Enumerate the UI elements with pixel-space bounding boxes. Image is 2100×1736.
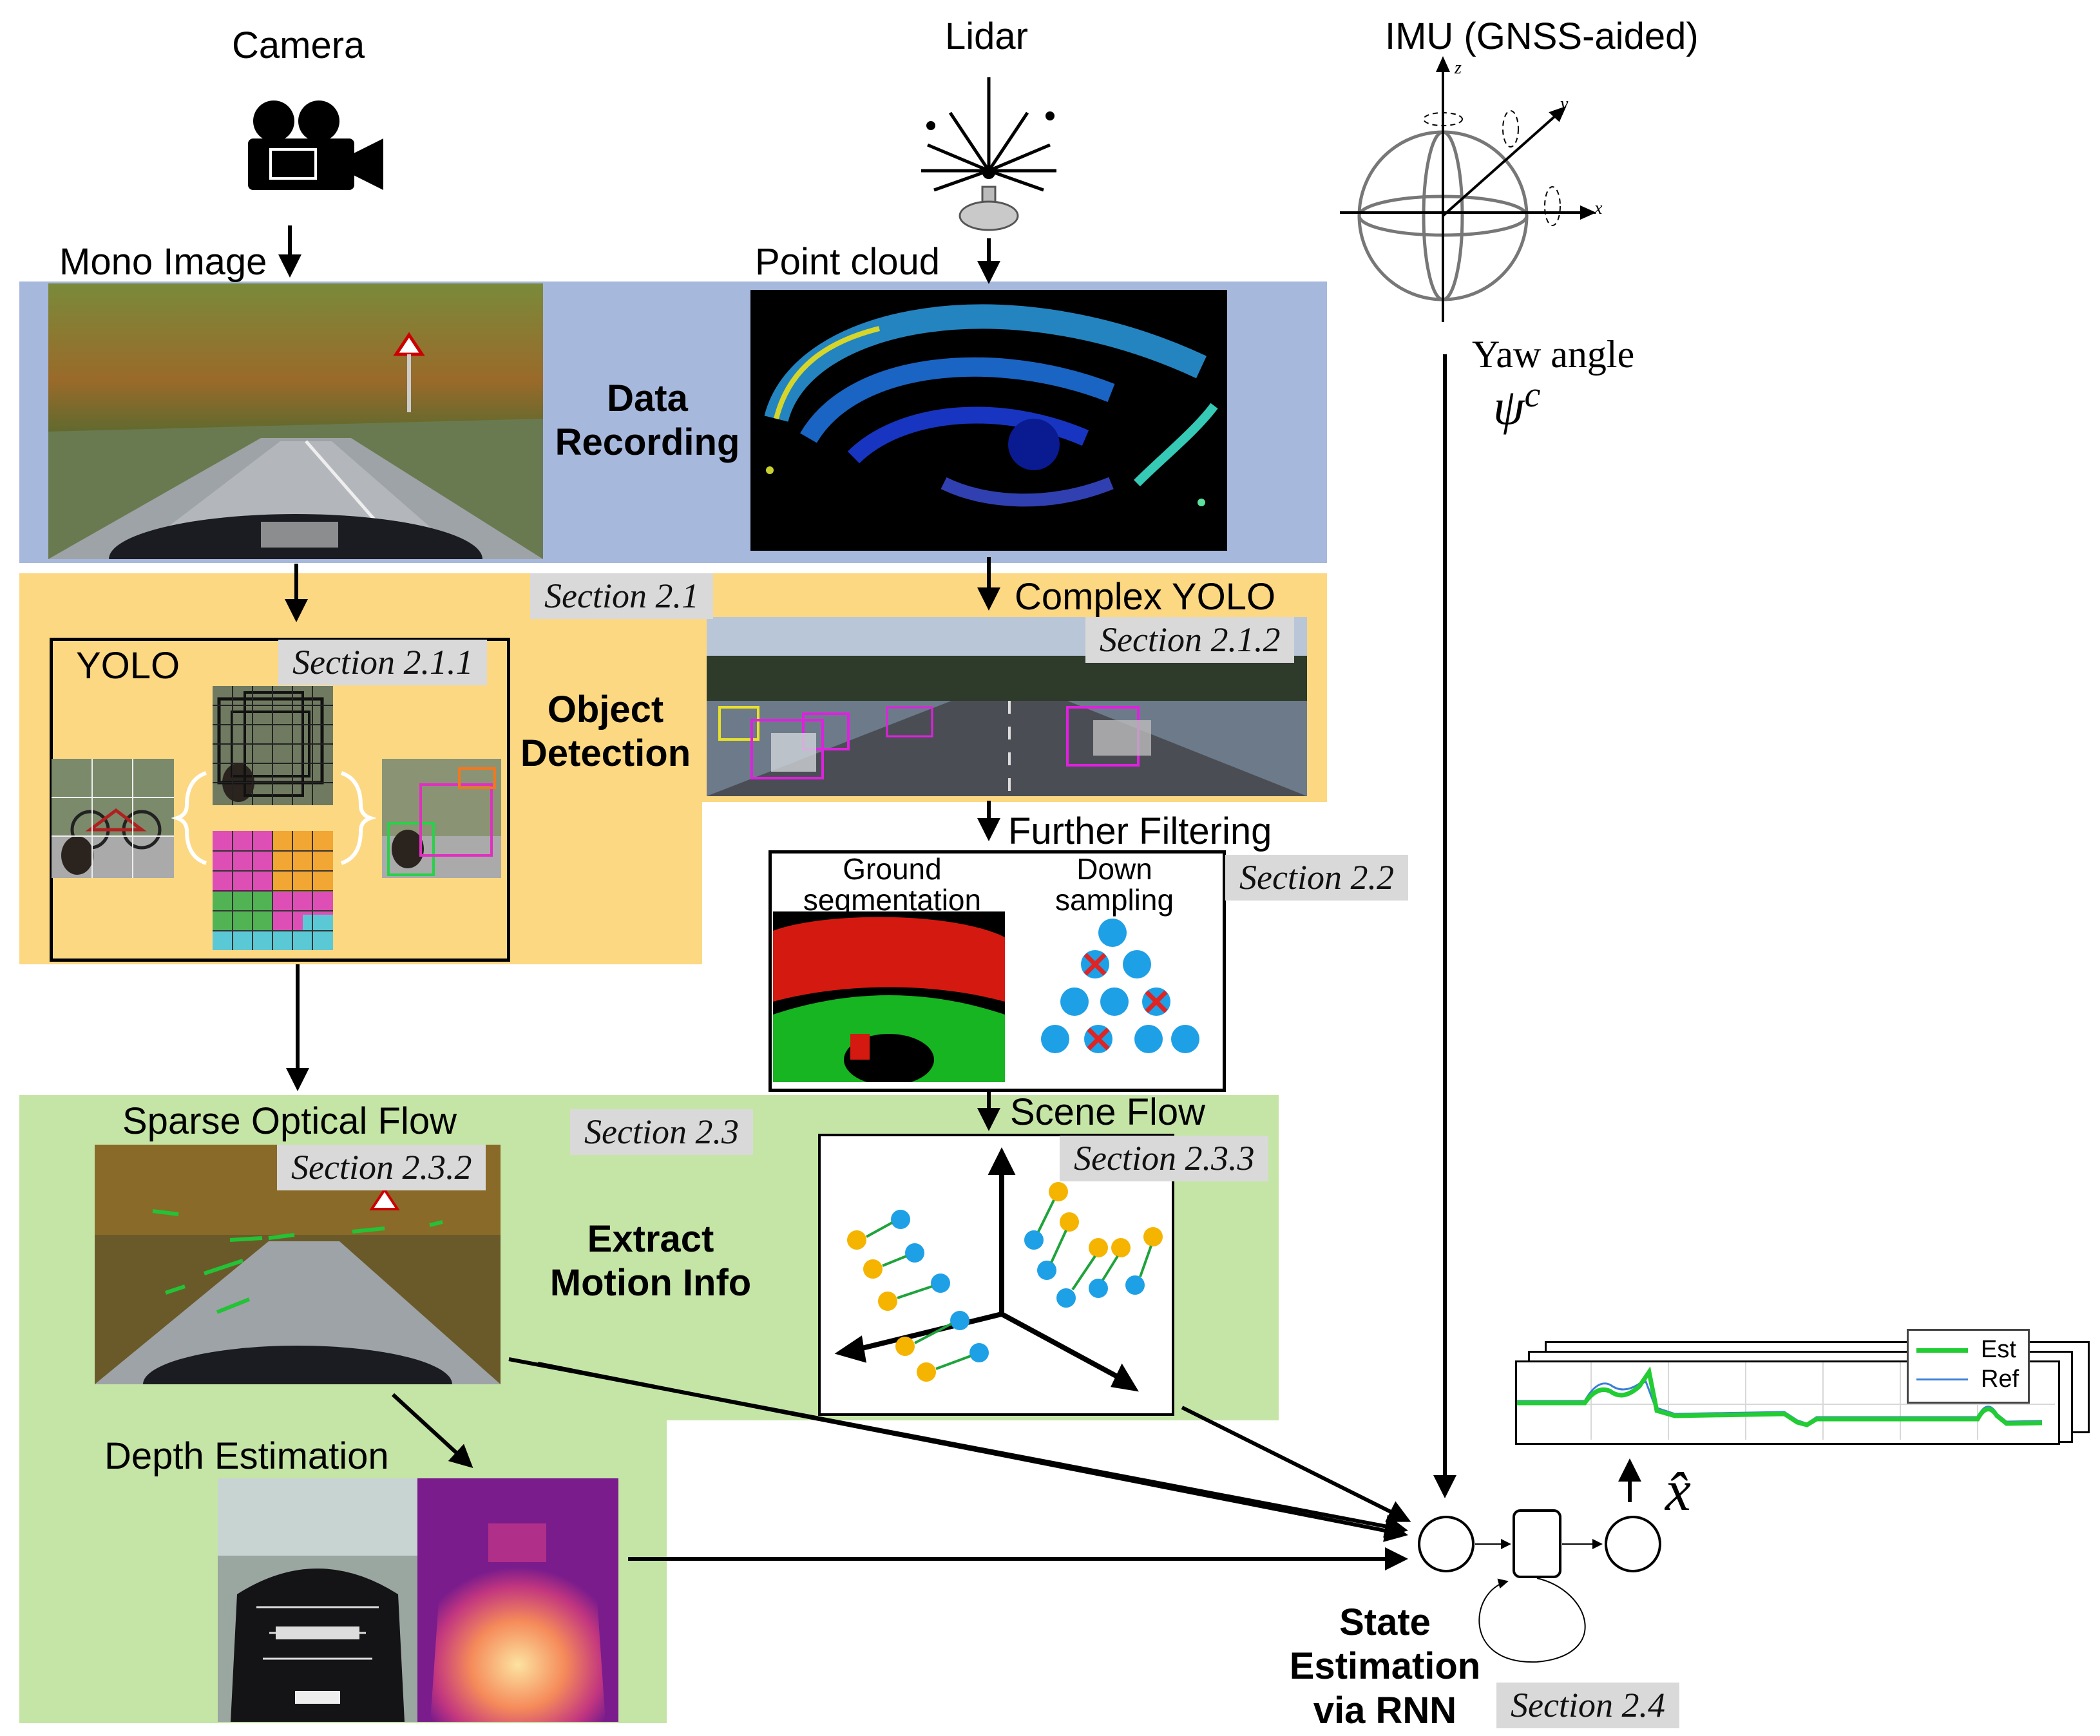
yaw-symbol: ψc — [1493, 377, 1540, 432]
ground-segmentation-label: Ground segmentation — [792, 854, 992, 916]
object-detection-section-tag: Section 2.1 — [530, 573, 713, 620]
yolo-class-probability-map — [213, 831, 333, 950]
scene-flow-label: Scene Flow — [1010, 1091, 1206, 1133]
ground-segmentation-line1: Ground — [843, 852, 942, 886]
state-estimation-label: State Estimation via RNN — [1279, 1601, 1491, 1733]
legend-est-swatch — [1916, 1348, 1968, 1353]
imu-axis-z-label: z — [1455, 58, 1462, 78]
ground-segmentation-image — [773, 911, 1005, 1082]
further-filtering-label: Further Filtering — [1008, 810, 1272, 852]
sparse-optical-flow-label: Sparse Optical Flow — [122, 1100, 457, 1142]
imu-axis-x-label: x — [1594, 198, 1603, 218]
yolo-input-image — [52, 759, 174, 878]
imu-label: IMU (GNSS-aided) — [1385, 15, 1699, 57]
ground-segmentation-line2: segmentation — [803, 883, 982, 917]
mono-image-photo — [48, 283, 543, 559]
legend-ref-swatch — [1916, 1378, 1968, 1380]
motion-info-label: Extract Motion Info — [535, 1217, 767, 1306]
camera-label: Camera — [232, 24, 365, 66]
complex-yolo-label: Complex YOLO — [1015, 576, 1276, 618]
complex-yolo-section-tag: Section 2.1.2 — [1085, 617, 1295, 663]
state-estimation-line2: Estimation — [1289, 1645, 1481, 1688]
plot-legend — [1907, 1329, 2030, 1404]
object-detection-line2: Detection — [520, 732, 691, 775]
state-estimation-line3: via RNN — [1313, 1689, 1457, 1731]
output-symbol: x̂ — [1665, 1459, 1691, 1523]
yaw-symbol-superscript: c — [1524, 375, 1541, 415]
motion-info-line1: Extract — [587, 1218, 714, 1260]
imu-axis-y-label: y — [1560, 94, 1569, 114]
depth-estimation-label: Depth Estimation — [104, 1435, 389, 1477]
point-cloud-image — [750, 290, 1227, 551]
depth-input-car-image — [218, 1478, 417, 1722]
yolo-bbox-grid-image — [213, 686, 333, 805]
lidar-label: Lidar — [945, 15, 1028, 57]
object-detection-label: Object Detection — [509, 688, 702, 776]
sparse-optical-flow-section-tag: Section 2.3.2 — [277, 1145, 486, 1191]
object-detection-line1: Object — [547, 689, 664, 730]
down-sampling-line1: Down — [1076, 852, 1152, 886]
legend-ref-label: Ref — [1981, 1366, 2019, 1393]
scene-flow-section-tag: Section 2.3.3 — [1060, 1136, 1269, 1182]
down-sampling-label: Down sampling — [1031, 854, 1198, 916]
state-estimation-section-tag: Section 2.4 — [1496, 1683, 1679, 1729]
yaw-angle-label: Yaw angle — [1472, 333, 1635, 376]
yolo-label: YOLO — [76, 645, 180, 687]
depth-map-image — [417, 1478, 618, 1722]
point-cloud-label: Point cloud — [755, 241, 940, 283]
mono-image-label: Mono Image — [59, 241, 267, 283]
state-estimation-line1: State — [1339, 1601, 1431, 1643]
yaw-symbol-psi: ψ — [1493, 379, 1525, 435]
data-recording-line1: Data — [607, 377, 688, 419]
data-recording-label: Data Recording — [544, 377, 750, 465]
data-recording-line2: Recording — [555, 421, 740, 464]
yolo-section-tag: Section 2.1.1 — [278, 640, 488, 686]
yolo-output-image — [382, 759, 501, 878]
legend-est-label: Est — [1981, 1336, 2016, 1363]
motion-info-line2: Motion Info — [549, 1262, 752, 1304]
motion-info-section-tag: Section 2.3 — [570, 1109, 753, 1156]
further-filtering-section-tag: Section 2.2 — [1225, 855, 1408, 901]
down-sampling-line2: sampling — [1055, 883, 1174, 917]
